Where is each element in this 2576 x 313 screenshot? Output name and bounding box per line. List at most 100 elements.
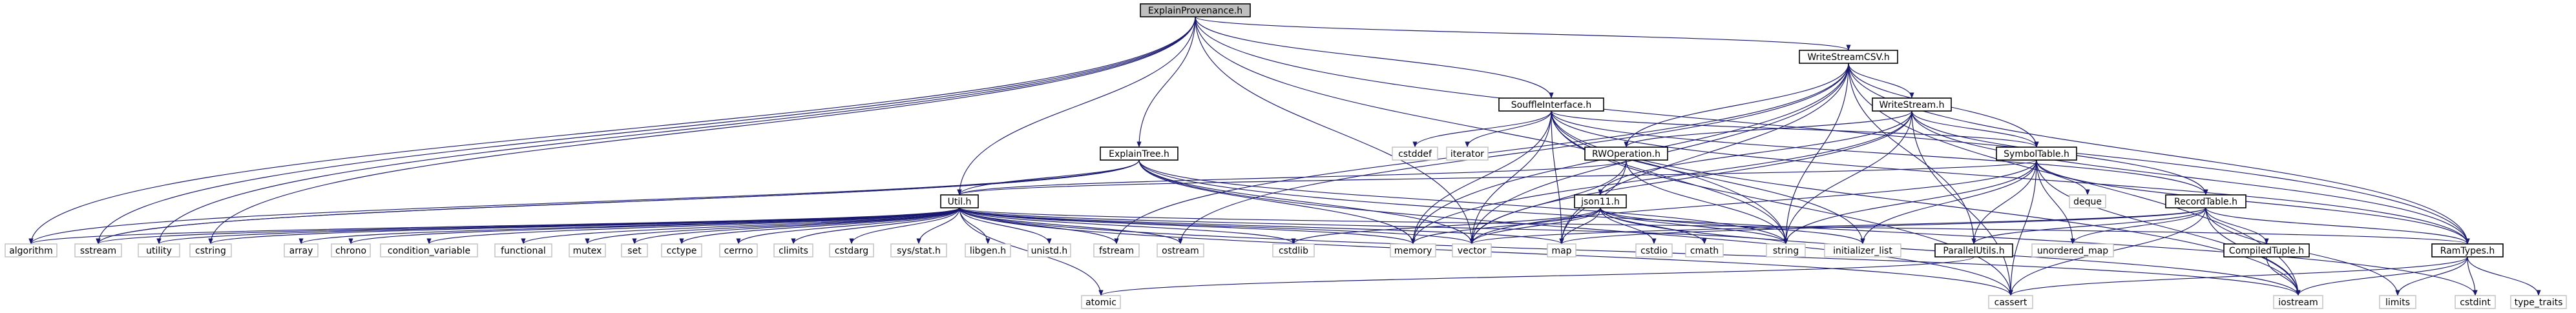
- node-label: json11.h: [1580, 197, 1620, 207]
- edge-SymbolTable-to-Util: [957, 159, 2037, 196]
- node-box: [2431, 243, 2504, 257]
- edge-ExplainProvenance-to-WriteStreamCSV: [1195, 16, 1851, 51]
- node-ramtypes[interactable]: RamTypes.h: [2431, 243, 2504, 257]
- edge-ExplainTree-to-algorithm: [28, 159, 1140, 245]
- node-label: sstream: [80, 246, 116, 256]
- node-json11[interactable]: json11.h: [1574, 194, 1627, 208]
- node-label: sys/stat.h: [897, 246, 941, 256]
- node-box: [1766, 243, 1806, 257]
- node-symboltable[interactable]: SymbolTable.h: [1996, 146, 2077, 161]
- edge-json11-to-cstdio: [1600, 207, 1657, 245]
- node-condition-variable: condition_variable: [380, 243, 478, 257]
- edge-RamTypes-to-type_traits: [2467, 256, 2541, 296]
- edge-RecordTable-to-ParallelUtils: [1971, 207, 2206, 245]
- node-box: [1824, 243, 1901, 257]
- edge-Util-to-memory: [959, 207, 1416, 245]
- node-box: [1988, 295, 2033, 309]
- node-writestream[interactable]: WriteStream.h: [1872, 97, 1952, 112]
- node-utility: utility: [138, 243, 180, 257]
- node-box: [5, 243, 58, 257]
- edge-ExplainProvenance-to-sstream: [96, 16, 1196, 245]
- node-writestreamcsv[interactable]: WriteStreamCSV.h: [1799, 50, 1898, 64]
- node-string: string: [1766, 243, 1806, 257]
- node-climits: climits: [773, 243, 813, 257]
- node-box: [380, 243, 478, 257]
- edge-json11-to-memory: [1410, 207, 1601, 245]
- node-explainprovenance[interactable]: ExplainProvenance.h: [1140, 3, 1251, 17]
- node-box: [829, 243, 874, 257]
- edge-SymbolTable-to-vector: [1469, 159, 2037, 245]
- node-mutex: mutex: [569, 243, 606, 257]
- edge-Util-to-iostream: [959, 207, 2301, 296]
- node-vector: vector: [1452, 243, 1492, 257]
- node-box: [1452, 243, 1492, 257]
- edge-WriteStreamCSV-to-RWOperation: [1624, 63, 1849, 148]
- node-iostream: iostream: [2273, 295, 2323, 309]
- node-label: SouffleInterface.h: [1511, 100, 1591, 110]
- edge-RWOperation-to-vector: [1469, 159, 1627, 245]
- node-sstream: sstream: [74, 243, 122, 257]
- edge-WriteStream-to-RamTypes: [1911, 110, 2470, 245]
- node-box: [2069, 194, 2106, 208]
- node-cstdlib: cstdlib: [1272, 243, 1315, 257]
- node-util[interactable]: Util.h: [940, 194, 979, 208]
- edge-WriteStream-to-string: [1783, 110, 1912, 245]
- node-label: atomic: [1085, 298, 1116, 308]
- node-label: WriteStreamCSV.h: [1807, 52, 1889, 63]
- edge-ExplainTree-to-sstream: [96, 159, 1140, 245]
- edge-RecordTable-to-RamTypes: [2205, 207, 2470, 245]
- node-compiledtuple[interactable]: CompiledTuple.h: [2223, 243, 2310, 257]
- edge-SouffleInterface-to-cassert: [1551, 110, 2013, 296]
- node-label: iostream: [2278, 298, 2318, 308]
- node-label: cstdio: [1640, 246, 1668, 256]
- node-label: cstdarg: [835, 246, 868, 256]
- edge-WriteStreamCSV-to-ostream: [1178, 63, 1849, 245]
- edge-ExplainTree-to-cassert: [1138, 159, 2013, 296]
- node-box: [1685, 243, 1724, 257]
- node-box: [965, 243, 1011, 257]
- node-souffleinterface[interactable]: SouffleInterface.h: [1498, 97, 1604, 112]
- node-box: [719, 243, 758, 257]
- node-algorithm: algorithm: [5, 243, 58, 257]
- edge-SymbolTable-to-initializer_list: [1860, 159, 2037, 245]
- edge-WriteStream-to-RWOperation: [1624, 110, 1912, 148]
- node-box: [74, 243, 122, 257]
- node-label: map: [1551, 246, 1571, 256]
- node-recordtable[interactable]: RecordTable.h: [2165, 194, 2246, 208]
- node-explaintree[interactable]: ExplainTree.h: [1100, 146, 1178, 161]
- edge-Util-to-vector: [959, 207, 1474, 245]
- node-cctype: cctype: [661, 243, 702, 257]
- edge-Util-to-set: [632, 207, 960, 245]
- node-label: set: [627, 246, 642, 256]
- node-label: deque: [2073, 197, 2102, 207]
- node-box: [890, 243, 947, 257]
- edge-Util-to-sstream: [96, 207, 960, 245]
- edge-RamTypes-to-limits: [2395, 256, 2468, 296]
- node-sysstat: sys/stat.h: [890, 243, 947, 257]
- node-box: [1446, 146, 1489, 161]
- edge-ParallelUtils-to-atomic: [1098, 256, 1974, 296]
- node-label: string: [1773, 246, 1799, 256]
- node-label: unordered_map: [2037, 246, 2108, 256]
- edge-SymbolTable-to-iostream: [2036, 159, 2301, 296]
- edge-Util-to-map: [959, 207, 1564, 245]
- node-chrono: chrono: [331, 243, 371, 257]
- node-label: ostream: [1162, 246, 1199, 256]
- edge-SouffleInterface-to-iterator: [1465, 110, 1552, 148]
- node-box: [1027, 243, 1071, 257]
- node-label: cstdlib: [1279, 246, 1308, 256]
- node-ostream: ostream: [1157, 243, 1204, 257]
- edge-ExplainProvenance-to-string: [1195, 16, 1788, 245]
- node-rwoperation[interactable]: RWOperation.h: [1584, 146, 1668, 161]
- node-unordered-map: unordered_map: [2031, 243, 2114, 257]
- node-parallelutils[interactable]: ParallelUtils.h: [1934, 243, 2013, 257]
- node-label: cerrno: [724, 246, 753, 256]
- edge-WriteStreamCSV-to-RamTypes: [1848, 63, 2470, 245]
- edge-WriteStream-to-SymbolTable: [1911, 110, 2039, 148]
- header-nodes: ExplainProvenance.hWriteStreamCSV.hSouff…: [5, 3, 2567, 309]
- node-label: ParallelUtils.h: [1943, 246, 2004, 256]
- node-label: array: [289, 246, 313, 256]
- node-type-traits: type_traits: [2510, 295, 2567, 309]
- edge-WriteStream-to-memory: [1410, 110, 1912, 245]
